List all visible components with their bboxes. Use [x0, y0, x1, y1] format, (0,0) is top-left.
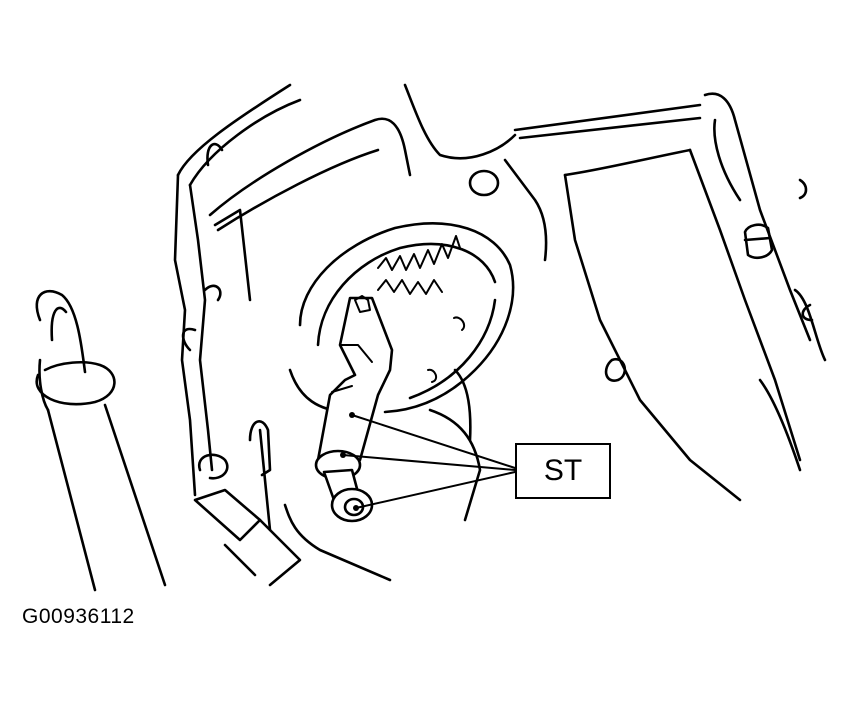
right-structure	[563, 92, 827, 502]
ring-gear-opening	[288, 222, 515, 522]
tool-bolt	[314, 449, 374, 523]
lower-left-parts	[193, 420, 392, 587]
callout-leaders	[340, 412, 516, 511]
housing-outline	[173, 83, 302, 497]
figure-id: G00936112	[22, 605, 135, 628]
callout-label: ST	[543, 454, 583, 487]
upper-panel	[208, 83, 702, 262]
left-pipe	[35, 289, 167, 592]
callout-label-box: ST	[515, 443, 611, 499]
special-tool-bracket	[314, 295, 394, 523]
bolt-head	[743, 223, 774, 260]
gear-teeth	[377, 235, 461, 271]
